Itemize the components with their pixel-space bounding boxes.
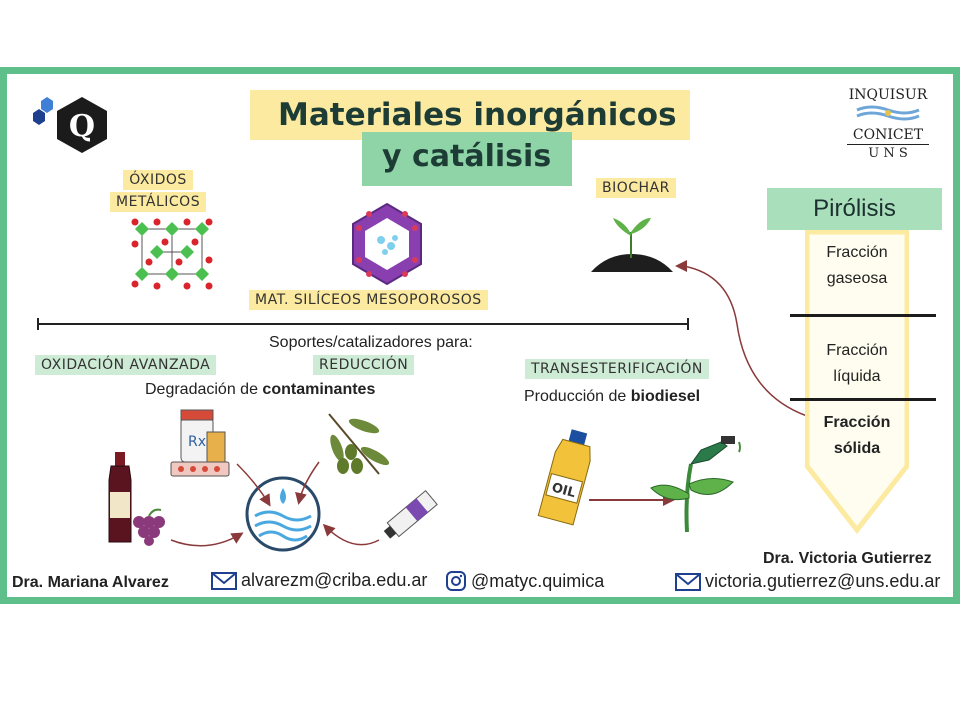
title-line2: y catálisis [362, 132, 572, 186]
conicet-label: CONICET [847, 126, 929, 145]
produccion-text: Producción de biodiesel [524, 388, 700, 406]
email2-link[interactable]: victoria.gutierrez@uns.edu.ar [675, 571, 940, 592]
fraccion-solida: Fracción sólida [807, 410, 907, 462]
mail-icon [675, 572, 701, 591]
produccion-bold: biodiesel [630, 388, 701, 405]
flag-icon [856, 105, 920, 121]
gas-line2: gaseosa [826, 270, 888, 287]
oil-bottle-icon: OIL [537, 429, 591, 526]
q-logo-letter: Q [69, 109, 95, 144]
fraccion-gaseosa: Fracción gaseosa [807, 240, 907, 292]
siliceos-tag: MAT. SILÍCEOS MESOPOROSOS [249, 290, 488, 310]
metal-oxide-crystal-icon [131, 218, 213, 290]
pirolisis-title: Pirólisis [767, 188, 942, 230]
biodiesel-plant-icon [650, 436, 741, 533]
sol-line2: sólida [833, 440, 881, 457]
oxidacion-tag: OXIDACIÓN AVANZADA [35, 355, 217, 375]
uns-label: U N S [868, 146, 908, 161]
divider-right-cap [687, 318, 689, 330]
email1-link[interactable]: alvarezm@criba.edu.ar [211, 570, 427, 591]
instagram-link[interactable]: @matyc.quimica [445, 570, 604, 592]
degradacion-prefix: Degradación de [145, 381, 263, 398]
email1-text: alvarezm@criba.edu.ar [241, 570, 428, 590]
sol-line1: Fracción [823, 414, 891, 431]
pirolisis-divider-2 [790, 398, 936, 401]
author2-name: Dra. Victoria Gutierrez [763, 550, 932, 567]
olive-branch-icon [328, 413, 389, 475]
biochar-sprout-icon [591, 218, 673, 272]
biochar-tag: BIOCHAR [596, 178, 676, 198]
institution-logo: INQUISUR CONICET U N S [847, 86, 929, 163]
transesterificacion-tag: TRANSESTERIFICACIÓN [525, 359, 709, 379]
divider-line [37, 323, 689, 325]
oxidos-tag: ÓXIDOS METÁLICOS [110, 170, 207, 212]
medicine-icon: Rx [170, 409, 230, 477]
oxidos-line1: ÓXIDOS [123, 170, 193, 190]
fraccion-liquida: Fracción líquida [807, 338, 907, 390]
pirolisis-divider-1 [790, 314, 936, 317]
produccion-prefix: Producción de [524, 388, 631, 405]
oil-label: OIL [550, 480, 577, 501]
pirolisis-arrow-shape [805, 230, 909, 534]
wine-bottle-icon [108, 452, 165, 546]
mail-icon [211, 571, 237, 590]
degradacion-text: Degradación de contaminantes [145, 381, 375, 399]
q-logo: Q [33, 97, 107, 153]
reduccion-tag: REDUCCIÓN [313, 355, 415, 375]
poster-frame: Q Materiales inorgánicos y catálisis INQ… [0, 67, 960, 604]
liq-line1: Fracción [826, 342, 888, 359]
soportes-text: Soportes/catalizadores para: [269, 334, 473, 351]
liq-line2: líquida [833, 368, 881, 385]
inquisur-label: INQUISUR [848, 87, 928, 103]
mesoporous-silica-icon [352, 202, 422, 286]
degradacion-bold: contaminantes [262, 381, 376, 398]
email2-text: victoria.gutierrez@uns.edu.ar [705, 571, 941, 591]
cream-tube-icon [383, 489, 438, 539]
title-line1: Materiales inorgánicos [250, 90, 690, 140]
arrows-to-water [170, 461, 380, 547]
instagram-text: @matyc.quimica [471, 570, 605, 591]
divider-left-cap [37, 318, 39, 330]
oxidos-line2: METÁLICOS [110, 192, 207, 212]
instagram-icon [446, 571, 466, 591]
svg-text:Rx: Rx [188, 434, 206, 450]
arrow-solid-to-biochar [675, 260, 808, 417]
author1-name: Dra. Mariana Alvarez [12, 574, 169, 591]
gas-line1: Fracción [826, 244, 888, 261]
